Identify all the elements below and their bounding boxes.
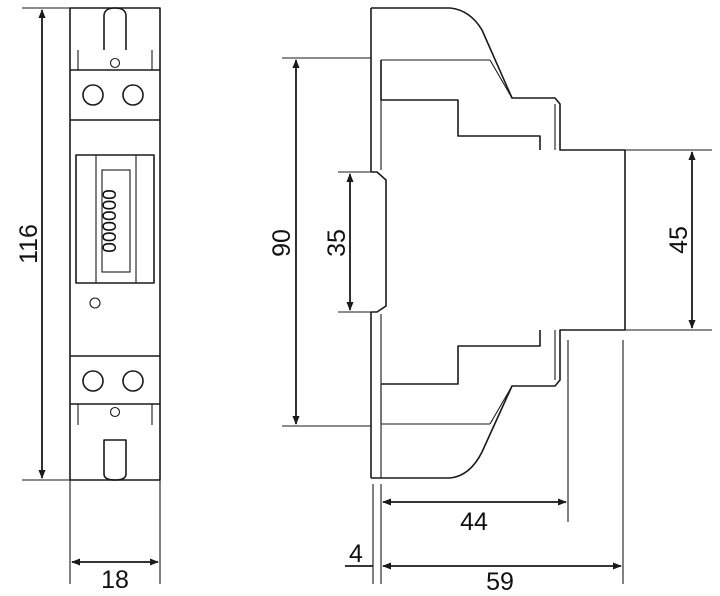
width-dimension-label: 18 [101,566,129,594]
terminal-screw-icon [82,370,104,392]
din-rail-slot [371,171,387,313]
indicator-led-icon [89,297,101,309]
terminal-screw-icon [122,370,144,392]
top-hole-icon [109,57,121,69]
front-45-dimension-label: 45 [665,226,693,254]
terminal-screw-icon [122,84,144,106]
terminal-screw-icon [82,84,104,106]
front-view: 000000 [69,7,161,481]
bottom-hole-icon [109,406,121,418]
height-90-dimension-label: 90 [268,229,296,257]
counter-digits: 000000 [100,189,121,252]
bottom-rail-clip [103,439,127,481]
height-dimension-label: 116 [15,224,43,264]
top-rail-clip [103,7,127,50]
offset-4-dimension-label: 4 [349,540,363,568]
rail-35-dimension-label: 35 [323,229,351,257]
side-dimensions: 90 35 45 44 4 59 [268,57,712,596]
counter-drum [101,169,131,273]
front-dimensions: 116 18 [15,7,161,594]
counter-window [75,154,155,284]
side-body-outline [371,7,626,479]
depth-44-dimension-label: 44 [460,508,488,536]
side-view [370,7,626,479]
depth-59-dimension-label: 59 [486,568,514,596]
